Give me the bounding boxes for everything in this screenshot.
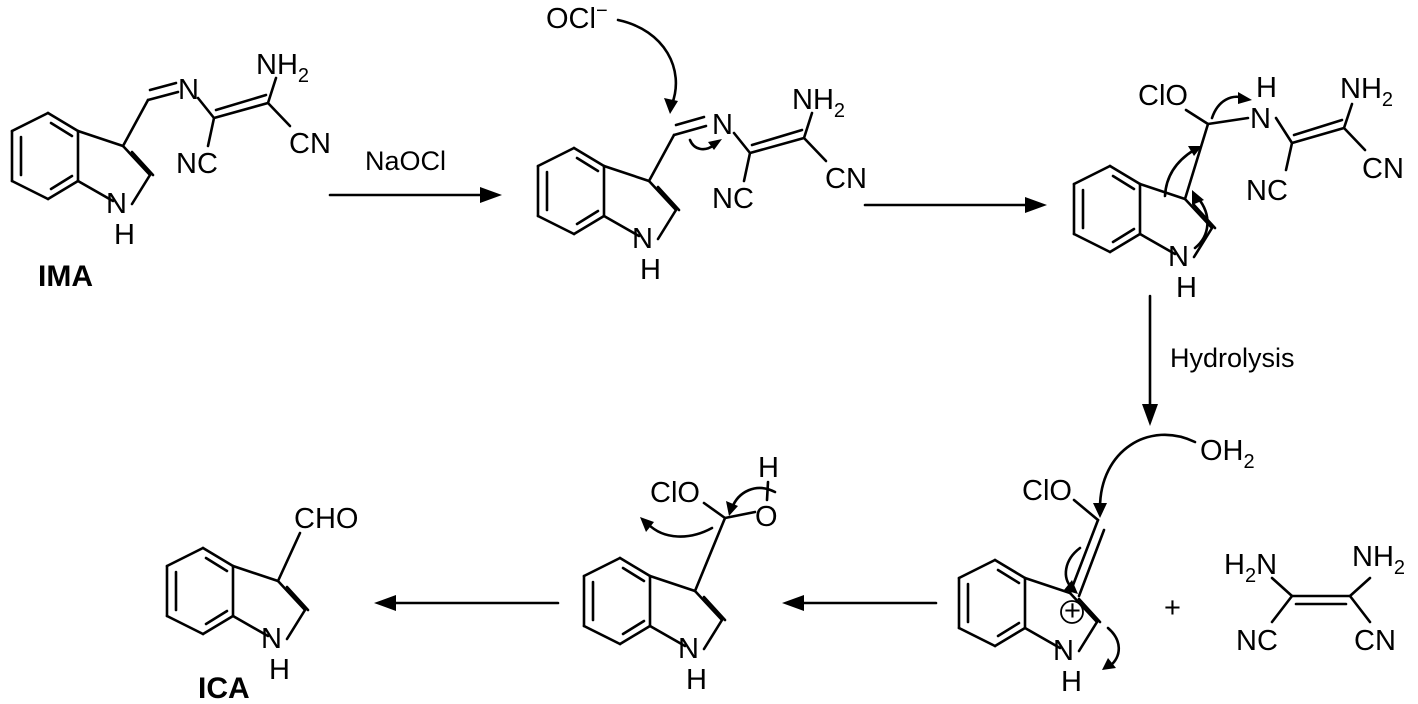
structure-5: N H ClO O H [582, 452, 779, 696]
compound-label-ima: IMA [38, 260, 93, 293]
amino-group: NH2 [1340, 73, 1393, 111]
chloro-oxy-group: ClO [650, 477, 700, 509]
indole-n-atom: N [106, 188, 127, 220]
indole-ring [582, 556, 727, 651]
structure-3: N H ClO N H NH2 CN NC [1072, 72, 1404, 304]
hemiacetal-chain [693, 480, 770, 593]
indole-h-atom: H [269, 654, 290, 686]
indole-h-atom: H [1176, 272, 1197, 304]
hypochlorite-ion: OCl− [546, 0, 608, 35]
indole-n-atom: N [1168, 241, 1189, 273]
nitrile-right: CN [1354, 625, 1396, 657]
indole-h-atom: H [686, 664, 707, 696]
reaction-arrow-3 [1142, 294, 1158, 426]
reaction-arrow-5 [374, 595, 560, 611]
electron-arrow [1102, 626, 1121, 670]
indole-ring [1072, 164, 1217, 259]
hydrolysis-label: Hydrolysis [1170, 343, 1295, 373]
electron-arrow [1192, 190, 1209, 250]
reagent-label: NaOCl [365, 146, 446, 176]
indole-h-atom: H [114, 219, 135, 251]
amine-chain [1183, 102, 1367, 201]
electron-arrow [726, 486, 777, 516]
structure-2: N H N NH2 CN NC OCl− [536, 0, 867, 286]
nitrile-left: NC [712, 183, 754, 215]
electron-arrow [1093, 433, 1197, 518]
imine-n-atom: N [712, 109, 733, 141]
electron-arrow [616, 18, 678, 114]
nitrile-left: NC [1246, 175, 1288, 207]
exocyclic-alkene [1068, 498, 1106, 598]
electron-arrow [1064, 546, 1082, 594]
indole-h-atom: H [1061, 666, 1082, 698]
aldehyde-group: CHO [294, 503, 358, 535]
indole-ring [536, 146, 681, 241]
reaction-arrow-4 [782, 595, 938, 611]
structure-ima: N H N NH2 CN NC IMA [10, 49, 331, 293]
electron-arrow [1210, 92, 1252, 120]
reaction-arrow-1 [328, 187, 502, 203]
electron-arrow [1163, 146, 1202, 198]
indole-n-atom: N [261, 623, 282, 655]
amino-group-left: H2N [1224, 549, 1277, 587]
electron-arrow [688, 138, 722, 151]
water-molecule: OH2 [1200, 435, 1255, 473]
plus-sign: + [1164, 592, 1181, 624]
indole-n-atom: N [1053, 635, 1074, 667]
positive-charge [1060, 600, 1084, 624]
imine-chain [121, 76, 292, 148]
diaminomaleonitrile-byproduct [1270, 576, 1372, 624]
hydroxyl-h-atom: H [758, 452, 779, 484]
imine-n-atom: N [178, 74, 199, 106]
indole-h-atom: H [640, 254, 661, 286]
indole-n-atom: N [632, 223, 653, 255]
indole-n-atom: N [678, 633, 699, 665]
structure-4: N H + ClO OH2 [957, 433, 1255, 698]
indole-ring [165, 546, 310, 641]
nitrile-left: NC [176, 148, 218, 180]
chloro-oxy-group: ClO [1138, 80, 1188, 112]
imine-chain [647, 111, 828, 183]
reaction-arrow-2 [863, 197, 1047, 213]
positive-charge-sign: + [1064, 595, 1081, 627]
hydroxyl-o-atom: O [755, 501, 778, 533]
amino-group: NH2 [792, 84, 845, 122]
chloro-oxy-group: ClO [1022, 475, 1072, 507]
amine-h-atom: H [1256, 72, 1277, 104]
indole-ring [10, 111, 155, 206]
electron-arrow [640, 517, 714, 538]
nitrile-right: CN [289, 128, 331, 160]
indole-ring [957, 558, 1102, 653]
nitrile-left: NC [1236, 625, 1278, 657]
amino-group: NH2 [256, 49, 309, 87]
compound-label-ica: ICA [198, 672, 250, 704]
amine-n-atom: N [1250, 103, 1271, 135]
nitrile-right: CN [1362, 153, 1404, 185]
nitrile-right: CN [825, 163, 867, 195]
amino-group-right: NH2 [1352, 541, 1405, 579]
structure-ica: N H CHO ICA [165, 503, 358, 704]
